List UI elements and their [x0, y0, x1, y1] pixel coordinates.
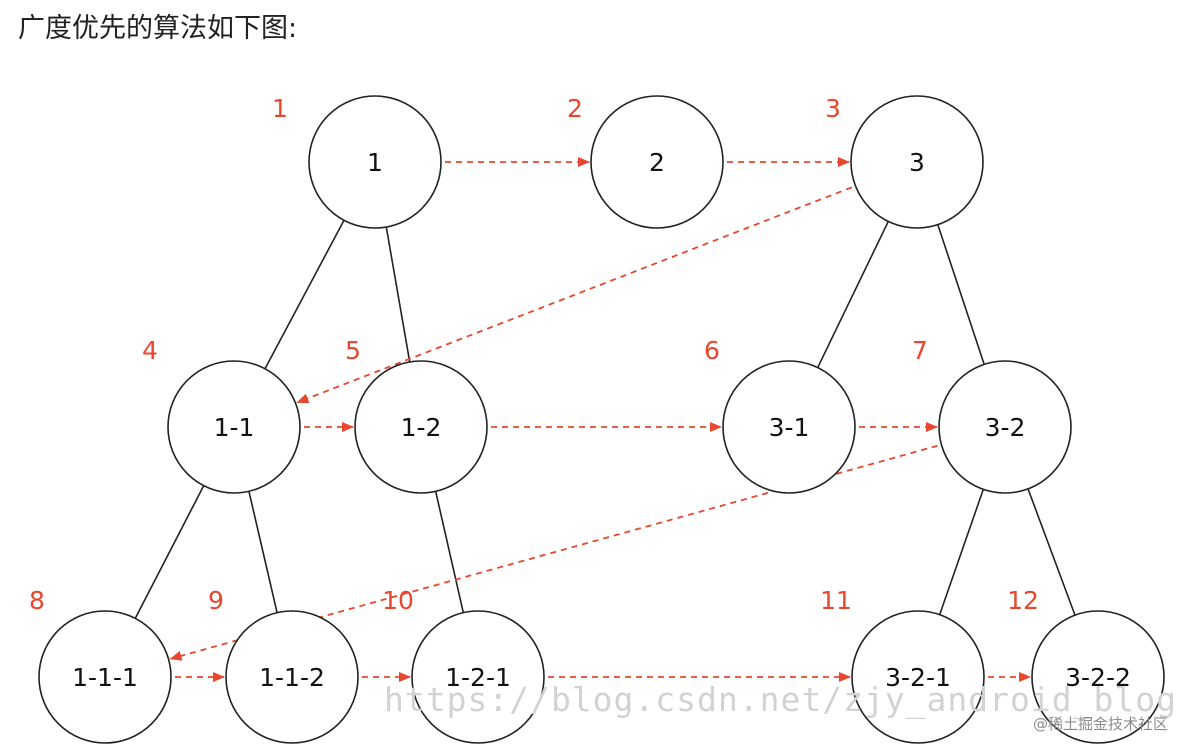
node-circle — [38, 610, 172, 744]
visit-order-label: 7 — [912, 336, 928, 365]
tree-edge-n12-n121 — [434, 491, 465, 613]
tree-node-n322: 3-2-2 — [1031, 610, 1165, 744]
visit-order-label: 6 — [704, 336, 720, 365]
tree-edges — [134, 219, 1076, 619]
node-circle — [354, 360, 488, 494]
visit-order-label: 5 — [345, 336, 361, 365]
node-label: 3-1 — [769, 413, 810, 442]
tree-edge-n1-n11 — [264, 219, 345, 370]
node-label: 2 — [649, 148, 665, 177]
node-circle — [722, 360, 856, 494]
node-label: 1 — [367, 148, 383, 177]
node-label: 3-2-2 — [1065, 663, 1131, 692]
node-label: 1-1-2 — [259, 663, 325, 692]
node-circle — [851, 610, 985, 744]
node-circle — [938, 360, 1072, 494]
tree-node-n111: 1-1-1 — [38, 610, 172, 744]
node-label: 1-1 — [214, 413, 255, 442]
page-heading: 广度优先的算法如下图: — [18, 13, 298, 44]
traversal-arrow-n3-n11 — [296, 186, 853, 404]
tree-edge-n3-n32 — [937, 224, 985, 365]
node-label: 3 — [909, 148, 925, 177]
visit-order-label: 8 — [29, 586, 45, 615]
tree-node-n2: 2 — [590, 95, 724, 229]
tree-node-n321: 3-2-1 — [851, 610, 985, 744]
visit-order-label: 1 — [272, 94, 288, 123]
visit-order-label: 9 — [208, 586, 224, 615]
source-credit: @稀土掘金技术社区 — [1032, 715, 1168, 733]
tree-node-n1: 1 — [308, 95, 442, 229]
node-circle — [850, 95, 984, 229]
node-circle — [1031, 610, 1165, 744]
visit-order-label: 2 — [567, 94, 583, 123]
visit-order-label: 11 — [820, 586, 852, 615]
tree-node-n121: 1-2-1 — [411, 610, 545, 744]
node-label: 3-2 — [985, 413, 1026, 442]
node-circle — [167, 360, 301, 494]
visit-order-label: 4 — [142, 336, 158, 365]
tree-node-n12: 1-2 — [354, 360, 488, 494]
tree-edge-n3-n31 — [816, 221, 890, 368]
node-circle — [225, 610, 359, 744]
visit-order-label: 3 — [825, 94, 841, 123]
node-label: 3-2-1 — [885, 663, 951, 692]
node-circle — [590, 95, 724, 229]
tree-edge-n11-n112 — [248, 491, 278, 613]
node-label: 1-2 — [401, 413, 442, 442]
tree-node-n112: 1-1-2 — [225, 610, 359, 744]
tree-node-n31: 3-1 — [722, 360, 856, 494]
tree-edge-n32-n321 — [938, 489, 985, 615]
tree-node-n3: 3 — [850, 95, 984, 229]
tree-edge-n32-n322 — [1027, 488, 1076, 616]
tree-node-n32: 3-2 — [938, 360, 1072, 494]
node-circle — [308, 95, 442, 229]
tree-node-n11: 1-1 — [167, 360, 301, 494]
tree-edge-n11-n111 — [134, 485, 205, 619]
node-label: 1-1-1 — [72, 663, 138, 692]
tree-edge-n1-n12 — [385, 226, 411, 363]
visit-order-label: 10 — [382, 586, 414, 615]
watermark-url: https://blog.csdn.net/zjy_android_blog — [384, 680, 1177, 719]
visit-order-label: 12 — [1007, 586, 1039, 615]
node-label: 1-2-1 — [445, 663, 511, 692]
node-circle — [411, 610, 545, 744]
